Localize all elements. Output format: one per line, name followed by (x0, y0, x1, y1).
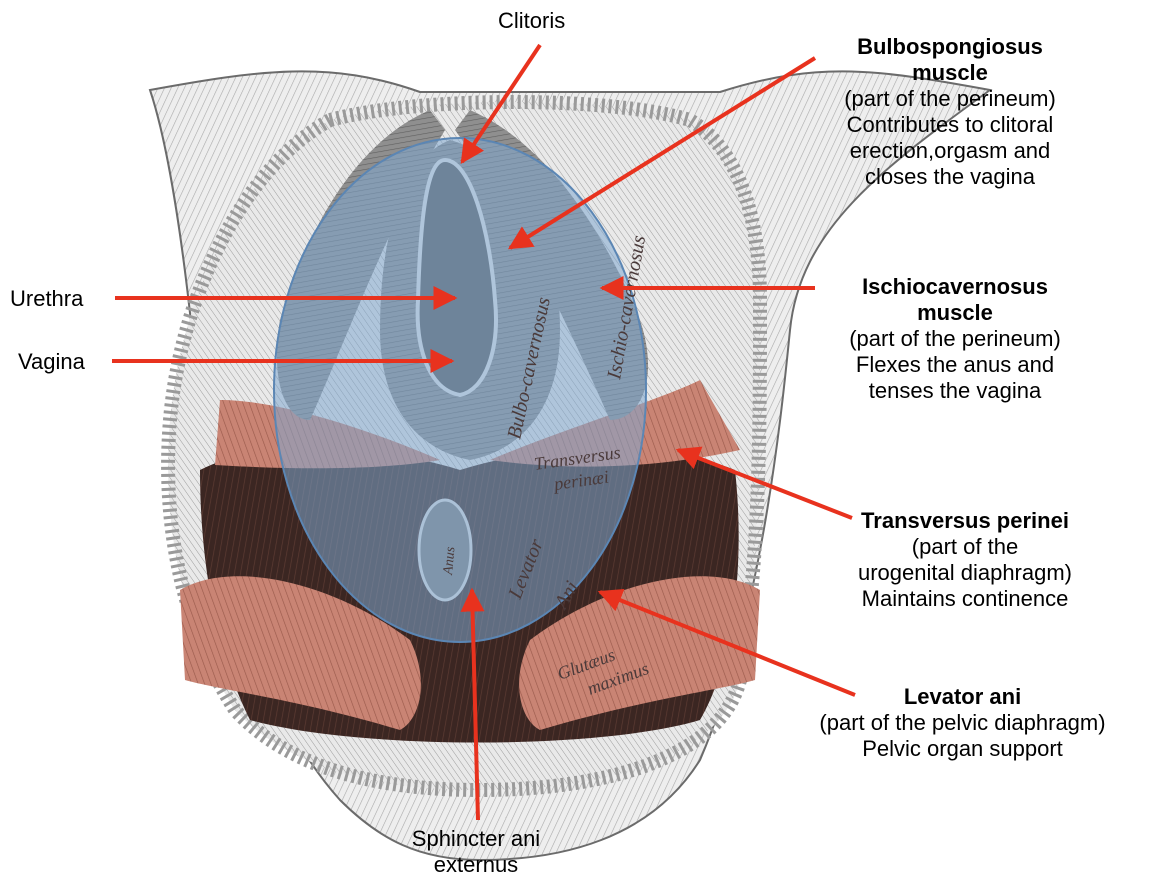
bulbospongiosus-desc-1: (part of the perineum) (800, 86, 1100, 112)
ischiocavernosus-title-1: Ischiocavernosus (810, 274, 1100, 300)
levator-desc-1: (part of the pelvic diaphragm) (780, 710, 1145, 736)
label-levator: Levator ani (part of the pelvic diaphrag… (780, 684, 1145, 762)
ischiocavernosus-desc-1: (part of the perineum) (810, 326, 1100, 352)
label-sphincter: Sphincter ani externus (386, 826, 566, 878)
bulbospongiosus-desc-4: closes the vagina (800, 164, 1100, 190)
illus-anus: Anus (441, 546, 459, 577)
ischiocavernosus-title-2: muscle (810, 300, 1100, 326)
label-ischiocavernosus: Ischiocavernosus muscle (part of the per… (810, 274, 1100, 404)
label-clitoris-text: Clitoris (498, 8, 565, 33)
transversus-desc-3: Maintains continence (820, 586, 1110, 612)
label-vagina-text: Vagina (18, 349, 85, 374)
label-clitoris: Clitoris (498, 8, 565, 34)
label-bulbospongiosus: Bulbospongiosus muscle (part of the peri… (800, 34, 1100, 190)
levator-title: Levator ani (780, 684, 1145, 710)
label-transversus: Transversus perinei (part of the urogeni… (820, 508, 1110, 612)
ischiocavernosus-desc-2: Flexes the anus and (810, 352, 1100, 378)
label-urethra-text: Urethra (10, 286, 83, 311)
label-sphincter-line2: externus (386, 852, 566, 878)
bulbospongiosus-title-1: Bulbospongiosus (800, 34, 1100, 60)
bulbospongiosus-desc-2: Contributes to clitoral (800, 112, 1100, 138)
levator-desc-2: Pelvic organ support (780, 736, 1145, 762)
bulbospongiosus-desc-3: erection,orgasm and (800, 138, 1100, 164)
label-sphincter-line1: Sphincter ani (386, 826, 566, 852)
transversus-desc-2: urogenital diaphragm) (820, 560, 1110, 586)
transversus-title: Transversus perinei (820, 508, 1110, 534)
bulbospongiosus-title-2: muscle (800, 60, 1100, 86)
label-urethra: Urethra (10, 286, 83, 312)
highlight-overlay (274, 138, 646, 642)
transversus-desc-1: (part of the (820, 534, 1110, 560)
ischiocavernosus-desc-3: tenses the vagina (810, 378, 1100, 404)
label-vagina: Vagina (18, 349, 85, 375)
